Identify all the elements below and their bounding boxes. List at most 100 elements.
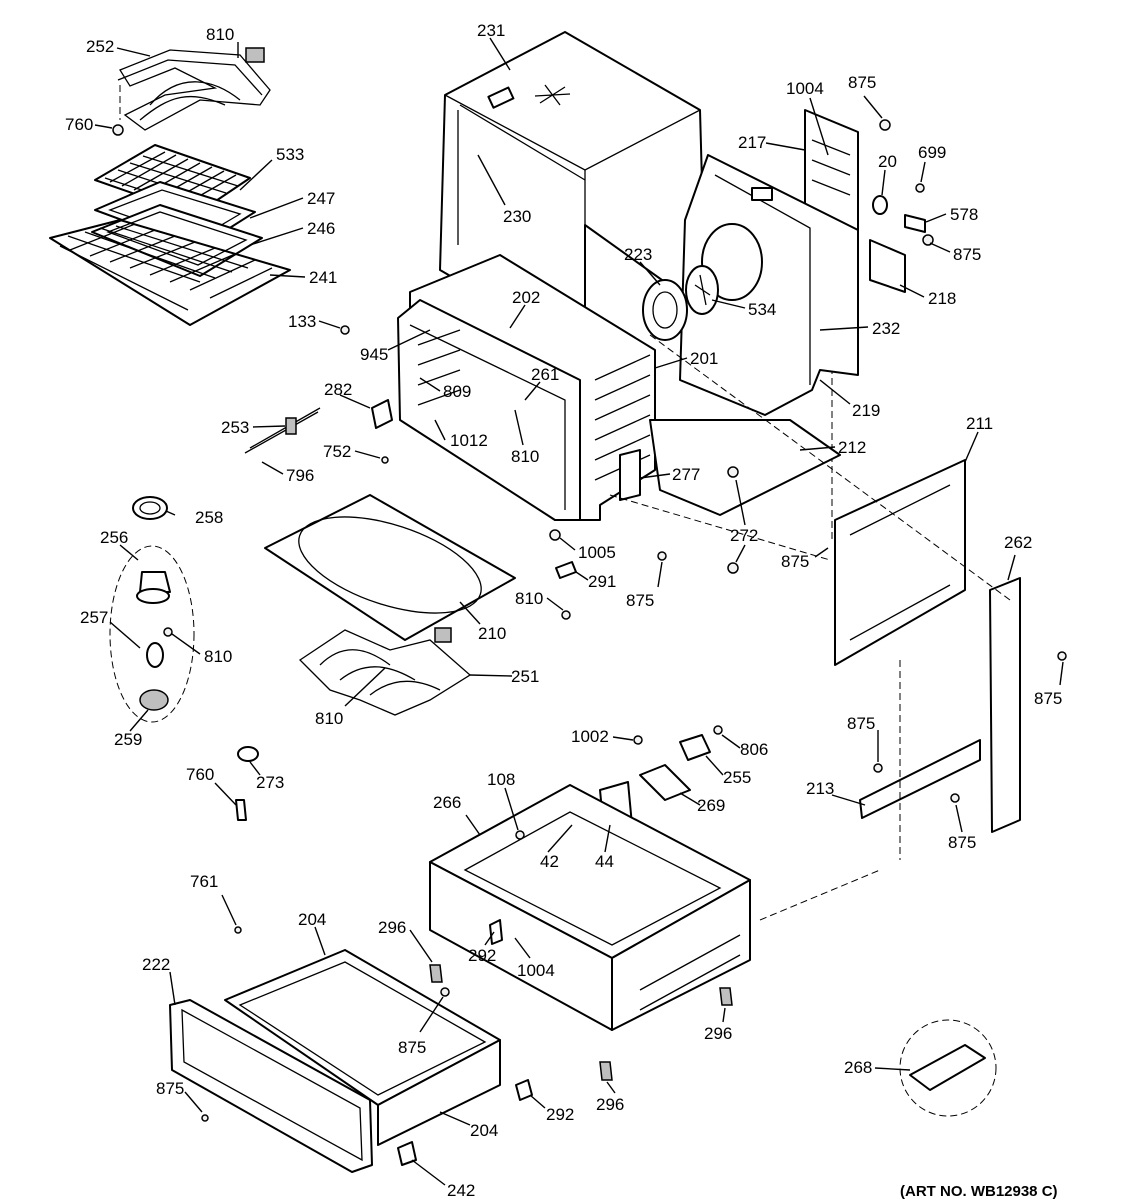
- callout-222: 222: [142, 955, 170, 974]
- screw-875: [879, 119, 891, 131]
- callout-44: 44: [595, 852, 614, 871]
- callout-259: 259: [114, 730, 142, 749]
- sensor-253: [244, 407, 321, 454]
- callout-875: 875: [626, 591, 654, 610]
- callout-223: 223: [624, 245, 652, 264]
- callout-253: 253: [221, 418, 249, 437]
- nut-272: [727, 466, 739, 478]
- screw-760b: [235, 799, 247, 821]
- callout-231: 231: [477, 21, 505, 40]
- lamp-bulb-257: [146, 642, 164, 668]
- callout-875: 875: [781, 552, 809, 571]
- bracket-269: [639, 764, 691, 801]
- callout-796: 796: [286, 466, 314, 485]
- callout-269: 269: [697, 796, 725, 815]
- screw-875: [950, 793, 960, 803]
- callout-252: 252: [86, 37, 114, 56]
- callout-202: 202: [512, 288, 540, 307]
- callout-242: 242: [447, 1181, 475, 1200]
- callout-810: 810: [515, 589, 543, 608]
- bottom-tray-212: [649, 419, 841, 516]
- callout-1012: 1012: [450, 431, 488, 450]
- callout-875: 875: [848, 73, 876, 92]
- callout-578: 578: [950, 205, 978, 224]
- callout-296: 296: [704, 1024, 732, 1043]
- callout-211: 211: [966, 414, 993, 433]
- callout-217: 217: [738, 133, 766, 152]
- callout-210: 210: [478, 624, 506, 643]
- broil-element-252: [117, 47, 271, 131]
- callout-1004: 1004: [786, 79, 824, 98]
- screw-699: [915, 183, 925, 193]
- bracket-291: [555, 561, 577, 579]
- callout-296: 296: [596, 1095, 624, 1114]
- callout-108: 108: [487, 770, 515, 789]
- art-number: (ART NO. WB12938 C): [900, 1183, 1058, 1200]
- screw-108: [515, 830, 525, 840]
- callout-292: 292: [468, 946, 496, 965]
- rear-panel-211: [834, 459, 966, 666]
- callout-809: 809: [443, 382, 471, 401]
- bracket-218: [869, 239, 906, 293]
- callout-1005: 1005: [578, 543, 616, 562]
- callout-133: 133: [288, 312, 316, 331]
- callout-752: 752: [323, 442, 351, 461]
- callout-273: 273: [256, 773, 284, 792]
- clip-292: [489, 919, 503, 945]
- callout-212: 212: [838, 438, 866, 457]
- brace-213: [859, 739, 981, 819]
- screw-752: [381, 456, 389, 464]
- callout-261: 261: [531, 365, 559, 384]
- callout-262: 262: [1004, 533, 1032, 552]
- callout-labels: 810 252 760 533 247 246 241 231 230 1004…: [65, 21, 1062, 1200]
- callout-875: 875: [948, 833, 976, 852]
- callout-810: 810: [511, 447, 539, 466]
- oven-cavity-201: [397, 254, 656, 521]
- screw-875: [657, 551, 667, 561]
- clip-20: [872, 195, 888, 215]
- oven-floor-210: [264, 494, 516, 641]
- callout-272: 272: [730, 526, 758, 545]
- leveler-296: [599, 1061, 613, 1081]
- callout-258: 258: [195, 508, 223, 527]
- callout-20: 20: [878, 152, 897, 171]
- callout-292: 292: [546, 1105, 574, 1124]
- leader-lines: [94, 37, 1064, 1186]
- leveler-296: [719, 987, 733, 1006]
- lamp-socket-256: [139, 571, 171, 593]
- callout-241: 241: [309, 268, 337, 287]
- callout-251: 251: [511, 667, 539, 686]
- callout-699: 699: [918, 143, 946, 162]
- side-trim-262: [989, 577, 1021, 833]
- screw-1005: [549, 529, 561, 541]
- callout-875: 875: [847, 714, 875, 733]
- callout-255: 255: [723, 768, 751, 787]
- callout-1002: 1002: [571, 727, 609, 746]
- drawer-base-266: [429, 784, 751, 1031]
- hinge-277: [619, 449, 641, 501]
- callout-204: 204: [298, 910, 326, 929]
- knob-282: [371, 399, 393, 429]
- convection-fan-223: [642, 265, 719, 341]
- callout-246: 246: [307, 219, 335, 238]
- block-255: [679, 734, 711, 761]
- oven-back-232: [679, 154, 859, 416]
- callout-875: 875: [953, 245, 981, 264]
- callout-761: 761: [190, 872, 218, 891]
- callout-296: 296: [378, 918, 406, 937]
- glide-268: [909, 1044, 986, 1091]
- callout-232: 232: [872, 319, 900, 338]
- callout-875: 875: [1034, 689, 1062, 708]
- callout-945: 945: [360, 345, 388, 364]
- callout-760: 760: [65, 115, 93, 134]
- callout-204: 204: [470, 1121, 498, 1140]
- drawer-front-222: [169, 999, 373, 1173]
- screw-806: [713, 725, 723, 735]
- callout-810: 810: [206, 25, 234, 44]
- light-assembly-group: [109, 545, 195, 723]
- callout-266: 266: [433, 793, 461, 812]
- bake-element-251: [298, 627, 472, 716]
- callout-219: 219: [852, 401, 880, 420]
- callout-213: 213: [806, 779, 834, 798]
- callout-42: 42: [540, 852, 559, 871]
